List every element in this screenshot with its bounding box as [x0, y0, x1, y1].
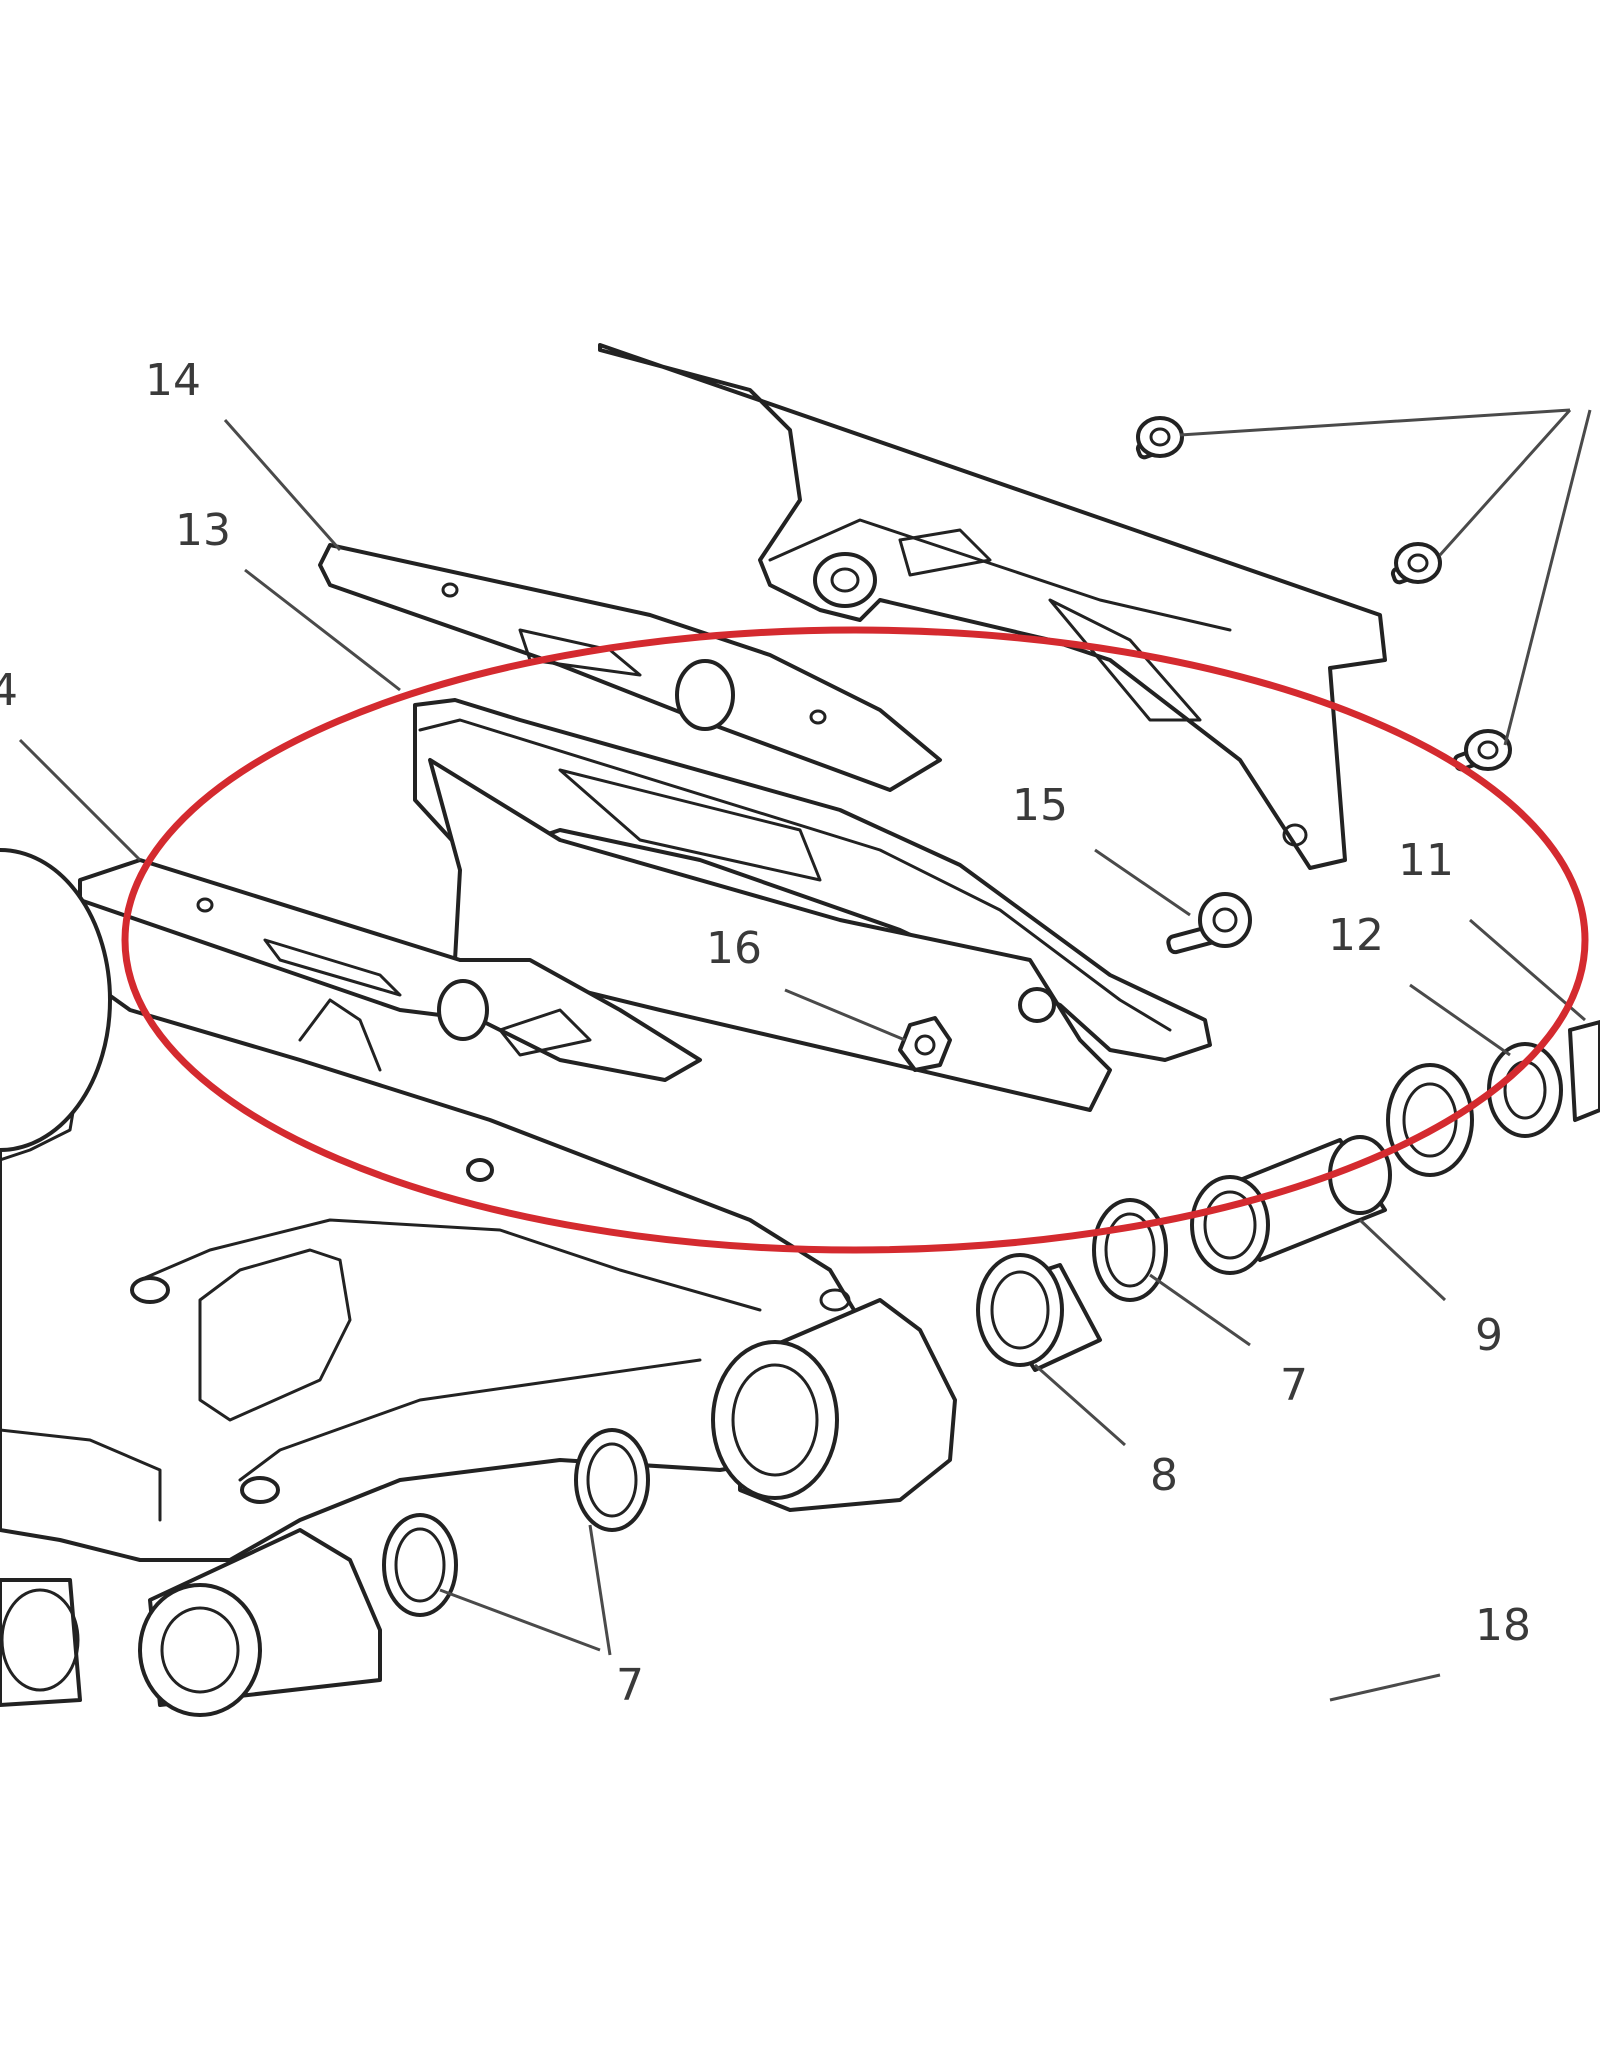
screw — [1135, 416, 1184, 460]
callout-8: 8 — [1150, 1450, 1178, 1501]
upper-chain-guard — [598, 343, 1387, 870]
lower-chain-slider — [78, 858, 702, 1082]
callout-7-right: 7 — [1280, 1360, 1308, 1411]
callout-12: 12 — [1328, 910, 1384, 961]
upper-chain-slider — [318, 543, 942, 792]
pivot-tube — [711, 1288, 957, 1512]
pivot-tube-left — [0, 1528, 382, 1717]
callout-9: 9 — [1475, 1310, 1503, 1361]
bushings-and-seals — [382, 892, 1600, 1617]
screw — [1390, 542, 1442, 585]
callout-11: 11 — [1398, 835, 1454, 886]
callout-7-left: 7 — [616, 1660, 644, 1711]
callout-15: 15 — [1012, 780, 1068, 831]
callout-13: 13 — [175, 505, 231, 556]
highlight-ellipse — [121, 626, 1589, 1254]
leader-lines — [18, 419, 1586, 1702]
swing-arm — [0, 848, 892, 1562]
callout-16: 16 — [706, 923, 762, 974]
callout-4: 4 — [0, 665, 18, 716]
callout-labels: 14 13 4 15 11 12 16 9 7 8 7 18 — [0, 355, 1531, 1711]
screws — [1135, 408, 1592, 772]
callout-18: 18 — [1475, 1600, 1531, 1651]
callout-14: 14 — [145, 355, 201, 406]
